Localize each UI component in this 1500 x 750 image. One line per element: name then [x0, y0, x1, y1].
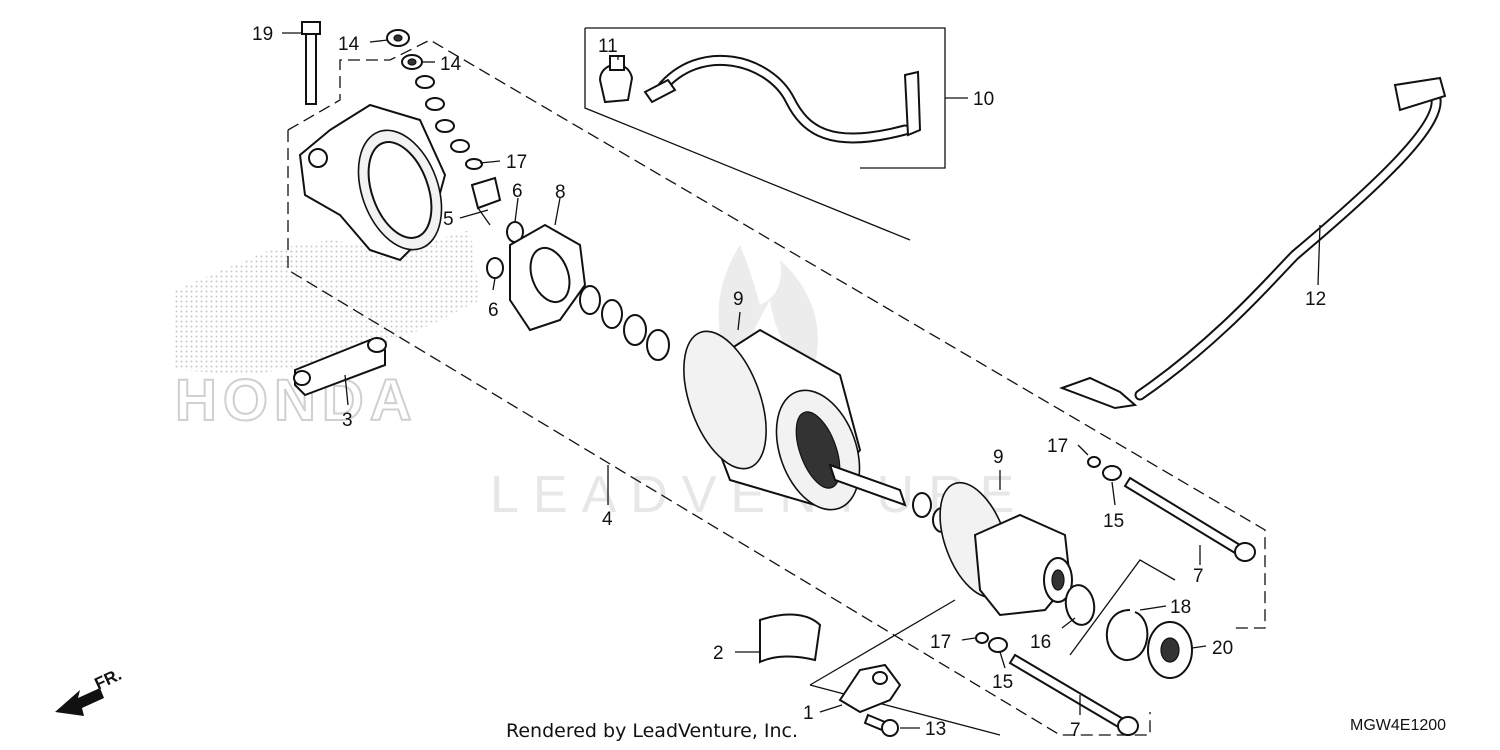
callout-15-lower: 15	[992, 672, 1013, 693]
washer-15-lower	[988, 637, 1008, 653]
group-outline-bottom	[287, 130, 1151, 736]
callout-6-top: 6	[512, 181, 523, 202]
callout-1: 1	[803, 703, 814, 724]
nut-14-top	[386, 29, 410, 47]
bracket-1	[838, 663, 902, 714]
callout-5: 5	[443, 209, 454, 230]
brush-plate-8	[509, 223, 587, 332]
callout-14-top: 14	[338, 34, 360, 55]
bolt-7-lower	[1008, 653, 1139, 736]
callout-16: 16	[1030, 632, 1051, 653]
callout-18: 18	[1170, 597, 1191, 618]
callout-17-rear: 17	[506, 152, 527, 173]
bearing-box-line	[1069, 559, 1176, 656]
callout-3: 3	[342, 410, 353, 431]
front-label: FR.	[92, 665, 125, 694]
callout-8: 8	[555, 182, 566, 203]
washers-9-front	[579, 285, 670, 361]
spring-6-bottom	[486, 257, 504, 279]
callout-19: 19	[252, 24, 273, 45]
callout-9-yoke: 9	[733, 289, 744, 310]
rear-cover-housing	[298, 103, 447, 262]
front-direction-arrow: FR.	[55, 665, 125, 716]
diagram-code: MGW4E1200	[1350, 717, 1446, 734]
front-cover	[973, 513, 1073, 617]
terminal-cap-11	[598, 55, 634, 104]
o-ring-16	[1064, 584, 1096, 626]
callout-12: 12	[1305, 289, 1326, 310]
bolt-13	[863, 713, 899, 737]
motor-yoke	[683, 328, 907, 511]
brush-5	[470, 176, 502, 226]
callout-9-front: 9	[993, 447, 1004, 468]
bearing-20	[1147, 621, 1193, 679]
washer-17-lower	[975, 632, 989, 644]
callout-13: 13	[925, 719, 946, 740]
bolt-19	[301, 21, 321, 105]
starter-cable-10	[643, 54, 922, 144]
rendered-by-credit: Rendered by LeadVenture, Inc.	[506, 720, 798, 742]
callout-4: 4	[602, 509, 613, 530]
callout-6-bottom: 6	[488, 300, 499, 321]
callout-11: 11	[598, 36, 618, 57]
leader-lines	[282, 32, 1321, 729]
bracket-box-line	[809, 599, 1001, 736]
callout-7-lower: 7	[1070, 720, 1081, 741]
washer-stack	[415, 75, 483, 170]
callout-15-upper: 15	[1103, 511, 1124, 532]
group-outline-top	[287, 39, 1266, 629]
callout-2: 2	[713, 643, 724, 664]
honda-wing-watermark: HONDA	[174, 230, 480, 434]
washer-17-upper	[1087, 456, 1101, 468]
callout-10: 10	[973, 89, 994, 110]
callout-17-lower: 17	[930, 632, 951, 653]
snap-ring-18	[1105, 609, 1149, 662]
callout-20: 20	[1212, 638, 1233, 659]
callout-17-upper: 17	[1047, 436, 1068, 457]
callout-14-bottom: 14	[440, 54, 462, 75]
bracket-3	[293, 337, 387, 397]
callout-7-upper: 7	[1193, 566, 1204, 587]
washer-15-upper	[1102, 465, 1122, 481]
pad-2	[759, 613, 822, 664]
ground-cable-12	[1059, 76, 1447, 410]
washers-front	[912, 492, 952, 533]
nut-14-bottom	[401, 54, 423, 70]
bolt-7-upper	[1123, 476, 1256, 562]
